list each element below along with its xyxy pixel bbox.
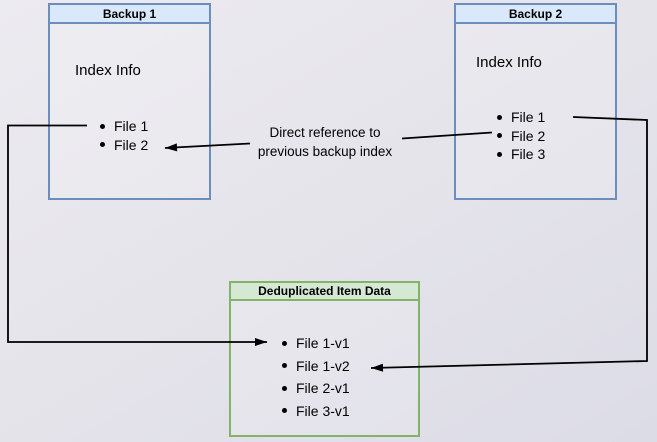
backup1-file-list: File 1 File 2 xyxy=(99,117,149,154)
list-item: File 1 xyxy=(496,109,546,125)
annotation-line2: previous backup index xyxy=(257,143,393,159)
deduplicated-item-data-box: Deduplicated Item Data File 1-v1 File 1-… xyxy=(229,281,420,437)
backup2-box: Backup 2 Index Info File 1 File 2 File 3 xyxy=(454,3,617,200)
backup1-title: Backup 1 xyxy=(50,5,209,24)
list-item: File 2-v1 xyxy=(282,377,350,400)
direct-reference-annotation: Direct reference to previous backup inde… xyxy=(234,124,416,161)
backup2-title: Backup 2 xyxy=(456,5,615,24)
dedup-title: Deduplicated Item Data xyxy=(231,283,418,301)
list-item: File 1-v1 xyxy=(282,332,350,355)
backup2-file-list: File 1 File 2 File 3 xyxy=(496,108,546,164)
dedup-file-list: File 1-v1 File 1-v2 File 2-v1 File 3-v1 xyxy=(282,332,350,423)
list-item: File 1-v2 xyxy=(282,355,350,378)
backup2-index-info-label: Index Info xyxy=(476,54,542,71)
list-item: File 3-v1 xyxy=(282,400,350,423)
annotation-line1: Direct reference to xyxy=(269,125,381,140)
list-item: File 2 xyxy=(496,127,546,144)
list-item: File 2 xyxy=(99,136,149,153)
backup1-box: Backup 1 Index Info File 1 File 2 xyxy=(48,3,211,200)
list-item: File 3 xyxy=(496,146,546,162)
backup1-index-info-label: Index Info xyxy=(75,62,141,79)
list-item: File 1 xyxy=(99,118,149,134)
